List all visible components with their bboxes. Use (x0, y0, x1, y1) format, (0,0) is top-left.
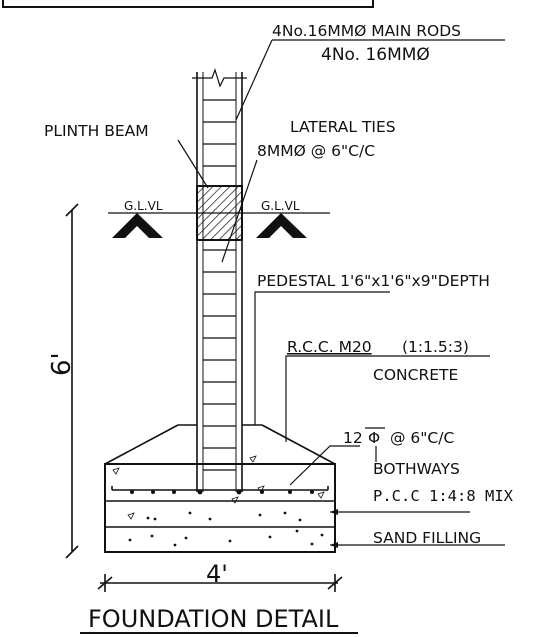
footing (104, 463, 336, 553)
concrete-label: CONCRETE (373, 366, 458, 384)
bars-label: 12 (343, 429, 363, 447)
width-dimension (97, 574, 343, 592)
bar-dots (130, 489, 314, 495)
aggregate-speckles (112, 455, 325, 547)
gl-marker-right (256, 213, 307, 238)
main-rods-label-2: 4No. 16MMØ (321, 45, 430, 65)
pcc-label: P.C.C 1:4:8 MIX (373, 487, 514, 505)
rcc-label: R.C.C. M20 (287, 338, 372, 356)
height-dim-label: 6' (47, 352, 77, 376)
bars-symbol: Φ (368, 429, 380, 447)
width-dim-label: 4' (206, 560, 228, 588)
ties-spec-label: 8MMØ @ 6"C/C (257, 142, 375, 160)
bothways-label: BOTHWAYS (373, 460, 460, 478)
lateral-ties (203, 99, 236, 471)
plinth-beam-label: PLINTH BEAM (44, 122, 149, 140)
bars-spacing-label: @ 6"C/C (390, 429, 454, 447)
leader-lines (177, 39, 505, 546)
height-dimension (65, 203, 79, 559)
pedestal-label: PEDESTAL 1'6"x1'6"x9"DEPTH (257, 272, 490, 290)
rcc-mix-label: (1:1.5:3) (402, 338, 469, 356)
gl-marker-left (112, 213, 163, 238)
frame-top-box (2, 0, 374, 8)
gl-label-right: G.L.VL (261, 199, 300, 213)
sand-label: SAND FILLING (373, 529, 481, 547)
gl-label-left: G.L.VL (124, 199, 163, 213)
lateral-ties-label: LATERAL TIES (290, 118, 396, 136)
column (192, 68, 247, 492)
main-rods-label: 4No.16MMØ MAIN RODS (272, 22, 461, 40)
leader-arrows (330, 509, 338, 548)
pedestal (104, 424, 336, 465)
drawing-title: FOUNDATION DETAIL (88, 605, 339, 633)
